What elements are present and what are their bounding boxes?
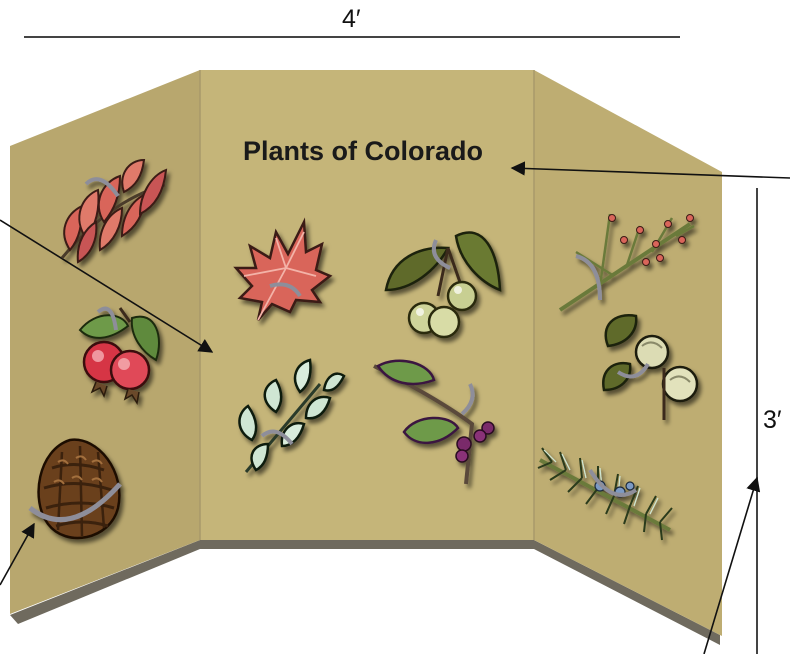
board-right-panel xyxy=(534,70,722,636)
width-label: 4′ xyxy=(342,5,361,33)
height-label: 3′ xyxy=(763,406,782,434)
board-title: Plants of Colorado xyxy=(243,136,483,166)
